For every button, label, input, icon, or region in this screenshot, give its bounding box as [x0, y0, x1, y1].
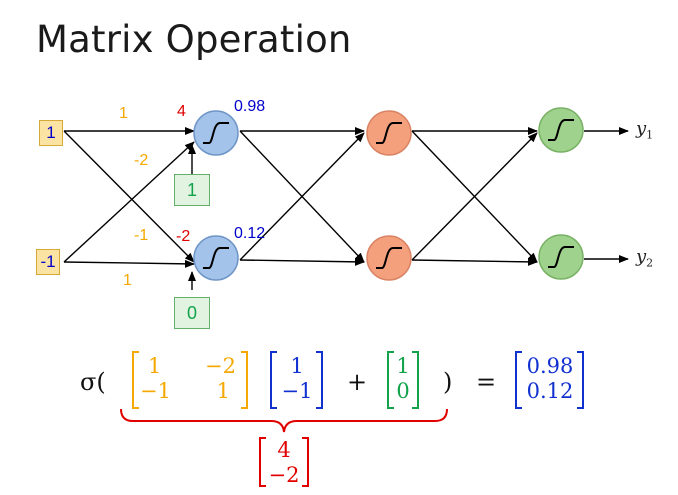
- input-vector-cell: 1: [290, 354, 304, 378]
- result-vector-cell: 0.12: [526, 379, 574, 403]
- close-paren: ): [443, 368, 453, 396]
- edge-x1-n2: [63, 130, 195, 263]
- bias-vector-cell: 0: [396, 379, 410, 403]
- underbrace: [120, 408, 448, 433]
- input-vector-bracket-right: [316, 351, 323, 409]
- edge-n2-m1: [239, 132, 365, 261]
- edge-m2-o2: [411, 257, 538, 266]
- activation-a2-label: 0.12: [234, 225, 266, 242]
- neuron-layer1-1: [193, 110, 239, 156]
- weight-matrix-bracket-left: [132, 351, 139, 409]
- sigmoid-icon: [376, 247, 402, 269]
- bias-vector: 1 0: [393, 354, 413, 404]
- input-x1-box: 1: [39, 120, 63, 146]
- weight-w12-label: -2: [134, 152, 149, 169]
- equals-sign: =: [476, 368, 497, 396]
- input-vector-bracket-left: [270, 351, 277, 409]
- sigma-open: σ(: [80, 368, 106, 396]
- edge-m2-o1: [411, 132, 538, 261]
- edge-x2-n2: [63, 259, 195, 268]
- weight-w11-label: 1: [119, 105, 128, 122]
- output-y2-label: y2: [636, 246, 654, 270]
- sigmoid-icon: [203, 247, 229, 269]
- weight-matrix-bracket-right: [241, 351, 248, 409]
- preact-z1-label: 4: [177, 103, 186, 120]
- result-vector-bracket-left: [515, 351, 522, 409]
- edge-x2-n1: [63, 141, 195, 263]
- sigmoid-icon: [203, 122, 229, 144]
- weight-w21-label: -1: [134, 227, 149, 244]
- sigmoid-icon: [548, 119, 574, 141]
- edge-n2-m2: [239, 257, 365, 266]
- weight-matrix-cell: −1: [140, 379, 171, 403]
- result-vector-cell: 0.98: [526, 354, 574, 378]
- weight-matrix: 1 −2 −1 1: [140, 354, 240, 404]
- result-vector: 0.98 0.12: [520, 354, 580, 404]
- bias-vector-cell: 1: [396, 354, 410, 378]
- neuron-layer3-2: [538, 234, 584, 280]
- bias-b2-box: 0: [174, 297, 210, 329]
- bias-vector-bracket-right: [412, 351, 419, 409]
- preact-z2-label: -2: [176, 228, 191, 245]
- neuron-layer3-1: [538, 107, 584, 153]
- preact-vector: 4 −2: [265, 438, 303, 488]
- neuron-layer1-2: [193, 235, 239, 281]
- input-vector-cell: −1: [281, 379, 313, 403]
- preact-vector-cell: −2: [268, 463, 300, 487]
- neuron-layer2-1: [366, 110, 412, 156]
- bias-vector-bracket-left: [387, 351, 394, 409]
- sigmoid-icon: [376, 122, 402, 144]
- input-vector: 1 −1: [277, 354, 317, 404]
- bias-b1-box: 1: [174, 174, 210, 206]
- page-title: Matrix Operation: [36, 18, 352, 61]
- weight-matrix-cell: −2: [205, 354, 236, 378]
- activation-a1-label: 0.98: [234, 98, 266, 115]
- preact-vector-cell: 4: [277, 438, 291, 462]
- sigmoid-icon: [548, 246, 574, 268]
- neuron-layer2-2: [366, 235, 412, 281]
- output-y1-label: y1: [636, 118, 654, 142]
- weight-w22-label: 1: [123, 272, 132, 289]
- weight-matrix-cell: 1: [148, 354, 162, 378]
- result-vector-bracket-right: [577, 351, 584, 409]
- preact-vector-bracket-left: [259, 437, 266, 487]
- plus-sign: +: [347, 368, 368, 396]
- preact-vector-bracket-right: [302, 437, 309, 487]
- input-x2-box: -1: [36, 249, 60, 275]
- weight-matrix-cell: 1: [216, 379, 230, 403]
